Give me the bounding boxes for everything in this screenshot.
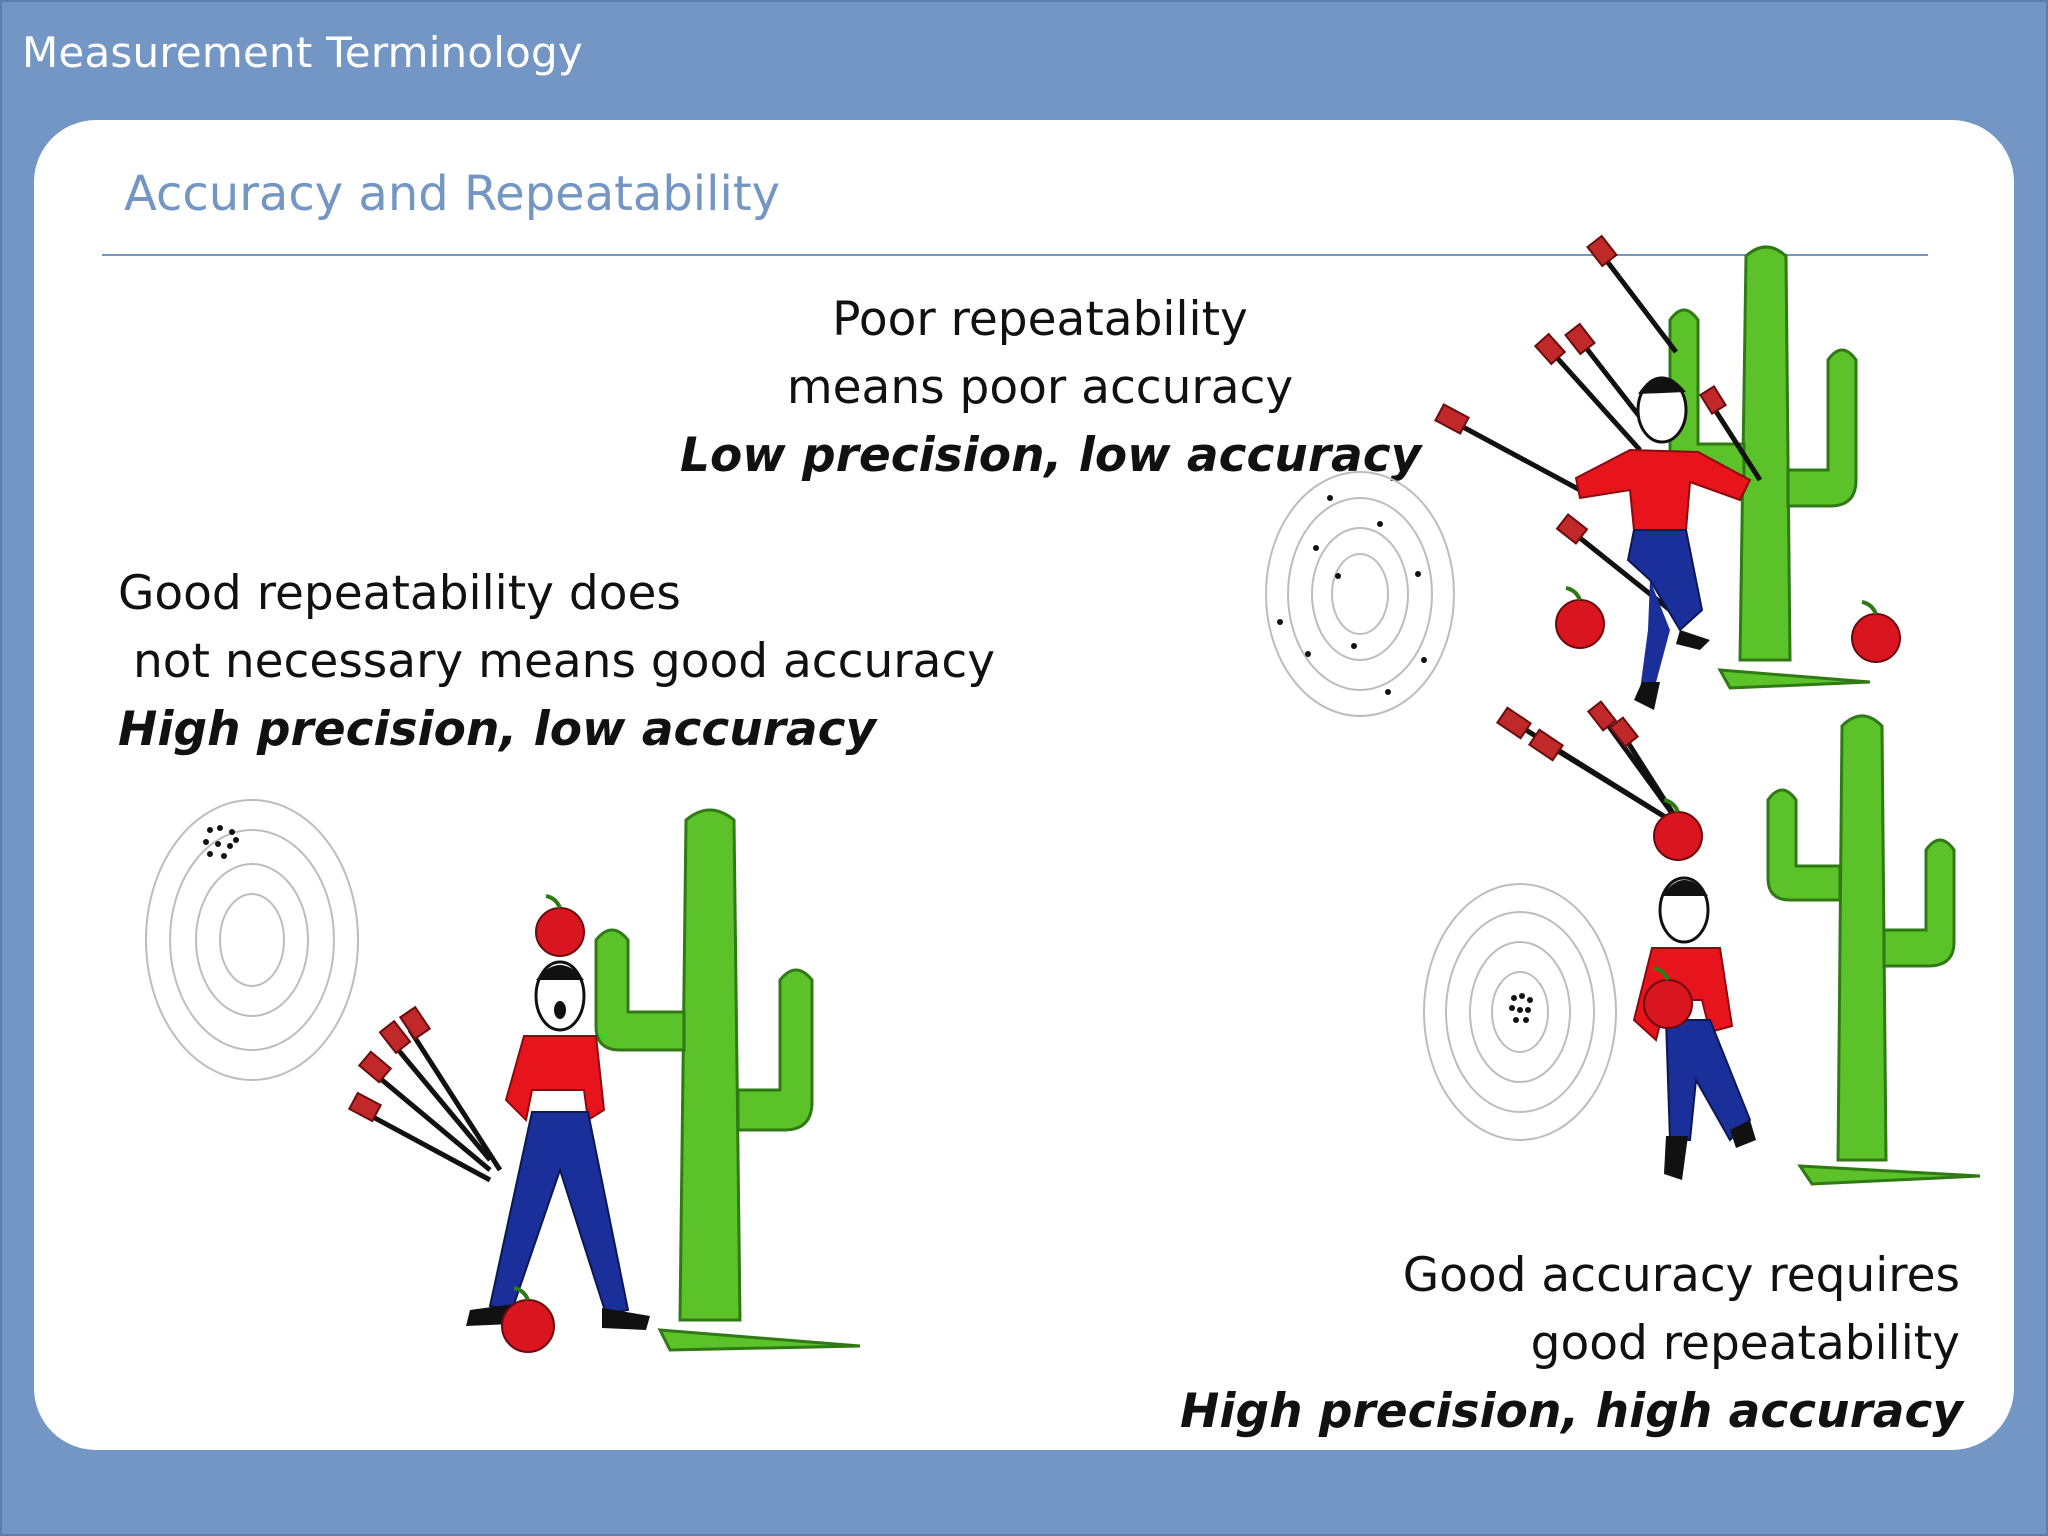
good-accuracy-text: Good accuracy requires good repeatabilit…: [1180, 1242, 1963, 1446]
text-line: means poor accuracy: [786, 360, 1294, 415]
text-line: Good accuracy requires: [1402, 1248, 1960, 1303]
archer-figure-icon: [1632, 876, 1756, 1180]
target-icon: [1265, 471, 1455, 717]
poor-repeatability-text: Poor repeatability means poor accuracy L…: [680, 286, 1422, 490]
arrow-icon: [358, 1028, 503, 1183]
high-precision-high-accuracy-illustration: [1423, 700, 1981, 1186]
slide-title: Accuracy and Repeatability: [124, 166, 781, 222]
target-icon: [145, 799, 359, 1081]
apple-icon: [501, 894, 585, 1353]
emphasis-line: Low precision, low accuracy: [680, 428, 1422, 483]
arrow-icon: [1508, 712, 1679, 823]
cactus-icon: [594, 808, 861, 1352]
text-line: not necessary means good accuracy: [118, 634, 996, 689]
apple-icon: [1643, 798, 1703, 1029]
emphasis-line: High precision, high accuracy: [1180, 1384, 1963, 1439]
cactus-icon: [1766, 714, 1981, 1186]
target-icon: [1423, 883, 1617, 1141]
text-line: good repeatability: [1530, 1316, 1960, 1371]
good-repeatability-text: Good repeatability does not necessary me…: [118, 560, 1018, 764]
text-line: Poor repeatability: [832, 292, 1248, 347]
low-precision-illustration: [1265, 234, 1901, 717]
apple-icon: [1555, 586, 1901, 663]
arrow-icon: [1448, 250, 1763, 612]
text-line: Good repeatability does: [118, 566, 681, 621]
emphasis-line: High precision, low accuracy: [118, 702, 877, 757]
cactus-icon: [1668, 245, 1871, 690]
high-precision-low-accuracy-illustration: [145, 799, 861, 1353]
header-title: Measurement Terminology: [22, 28, 583, 77]
title-divider: [102, 254, 1928, 256]
archer-figure-icon: [1574, 376, 1752, 710]
